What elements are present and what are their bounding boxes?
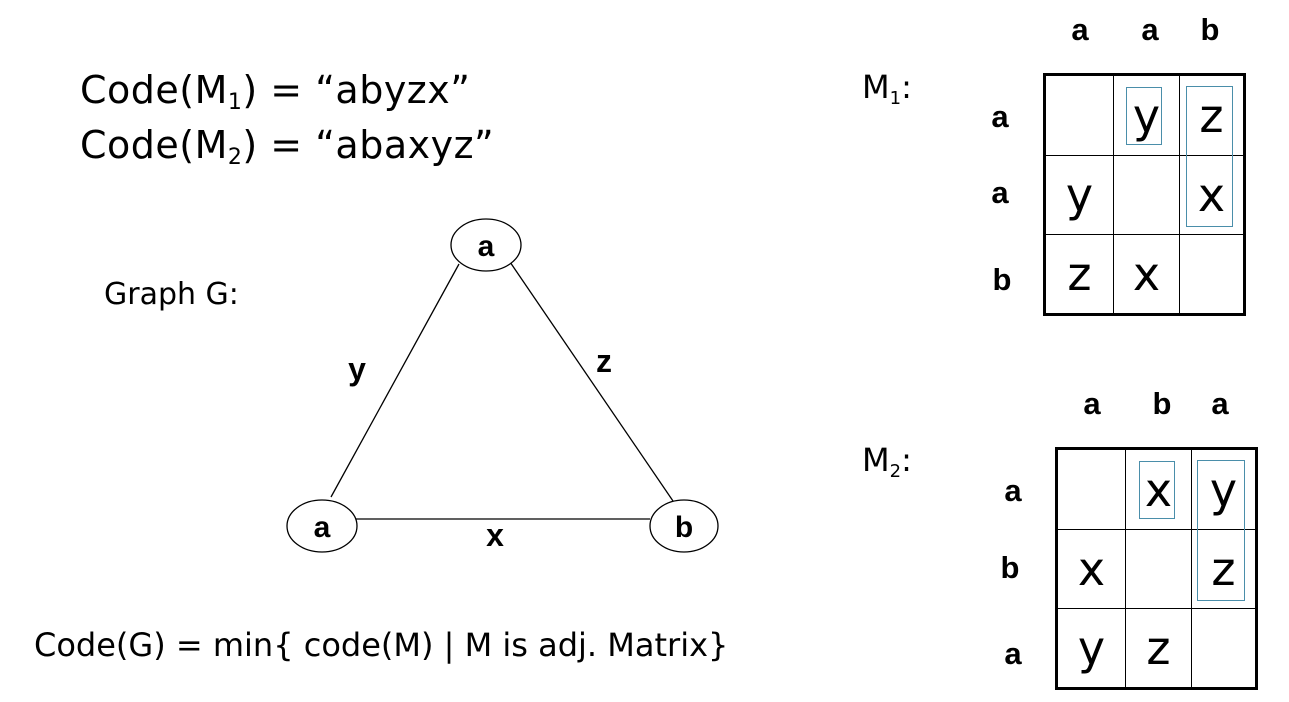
m1-cell: [1114, 156, 1180, 235]
m2-cell: z: [1192, 530, 1255, 609]
m1-matrix-grid: y z y x z x: [1043, 73, 1246, 316]
m2-cell-value: z: [1211, 542, 1236, 596]
edge-x-label: x: [486, 517, 504, 553]
m1-cell: z: [1180, 76, 1243, 156]
m2-cell: x: [1126, 450, 1192, 530]
m2-cell-value: y: [1209, 462, 1238, 517]
m1-col-header: a: [1071, 12, 1089, 47]
m1-cell-value: z: [1199, 88, 1224, 143]
m2-cell: y: [1192, 450, 1255, 530]
edge-z-line: [509, 261, 674, 502]
edge-y-label: y: [348, 351, 366, 387]
m2-cell-value: x: [1077, 542, 1106, 596]
m1-cell-value: x: [1132, 247, 1161, 301]
edge-z-label: z: [596, 343, 612, 379]
m1-cell-value: y: [1132, 88, 1161, 143]
m1-name: M1:: [862, 68, 912, 109]
node-top-shape: [450, 218, 522, 272]
m1-name-subscript: 1: [889, 88, 902, 109]
m2-name-colon: :: [901, 441, 912, 479]
m1-highlight-box: [1186, 86, 1233, 227]
edge-y-line: [330, 263, 460, 498]
code-m1-suffix: ) = “abyzx”: [242, 68, 471, 112]
m2-cell-value: z: [1146, 621, 1171, 675]
m1-row-header: b: [992, 262, 1012, 297]
m2-cell: [1058, 450, 1126, 530]
m1-cell-value: x: [1197, 168, 1226, 222]
m2-name: M2:: [862, 441, 912, 482]
m2-cell: [1192, 609, 1255, 687]
m1-cell: [1180, 235, 1243, 313]
node-top-label: a: [478, 230, 495, 263]
code-m2-subscript: 2: [227, 145, 243, 170]
m1-cell: z: [1046, 235, 1114, 313]
m2-col-header: a: [1211, 386, 1229, 421]
m2-name-letter: M: [862, 441, 890, 479]
m2-cell: z: [1126, 609, 1192, 687]
m2-cell: y: [1058, 609, 1126, 687]
m2-highlight-box: [1197, 460, 1245, 601]
m1-cell: x: [1114, 235, 1180, 313]
code-m1-subscript: 1: [227, 90, 243, 115]
m2-cell-value: x: [1144, 462, 1173, 517]
m1-cell: y: [1046, 156, 1114, 235]
node-left-label: a: [314, 511, 331, 544]
m2-row-header: a: [1004, 636, 1022, 671]
code-m1-prefix: Code(M: [80, 68, 228, 112]
m2-row-header: a: [1004, 473, 1022, 508]
node-left-shape: [286, 499, 358, 553]
m2-cell-value: y: [1077, 621, 1106, 675]
m2-highlight-box: [1139, 461, 1175, 519]
m1-name-letter: M: [862, 68, 890, 106]
m1-cell-value: y: [1065, 168, 1094, 222]
node-right-shape: [649, 499, 719, 553]
m1-col-header: b: [1200, 12, 1220, 47]
m1-cell: [1046, 76, 1114, 156]
m1-highlight-box: [1126, 87, 1162, 145]
m1-cell-value: z: [1067, 247, 1092, 301]
m2-cell: x: [1058, 530, 1126, 609]
m2-row-header: b: [1000, 550, 1020, 585]
m1-row-header: a: [991, 99, 1009, 134]
m2-matrix-grid: x y x z y z: [1055, 447, 1258, 690]
node-right-label: b: [675, 511, 693, 544]
code-m1-line: Code(M1) = “abyzx”: [80, 71, 470, 114]
m2-cell: [1126, 530, 1192, 609]
m1-cell: x: [1180, 156, 1243, 235]
m1-name-colon: :: [901, 68, 912, 106]
m2-name-subscript: 2: [889, 461, 902, 482]
m1-col-header: a: [1141, 12, 1159, 47]
graph-label: Graph G:: [104, 277, 239, 312]
m1-row-header: a: [991, 175, 1009, 210]
m2-col-header: a: [1083, 386, 1101, 421]
code-m2-prefix: Code(M: [80, 123, 228, 167]
m1-cell: y: [1114, 76, 1180, 156]
m2-col-header: b: [1152, 386, 1172, 421]
code-m2-suffix: ) = “abaxyz”: [242, 123, 495, 167]
code-g-formula: Code(G) = min{ code(M) | M is adj. Matri…: [34, 626, 729, 664]
code-m2-line: Code(M2) = “abaxyz”: [80, 126, 494, 169]
